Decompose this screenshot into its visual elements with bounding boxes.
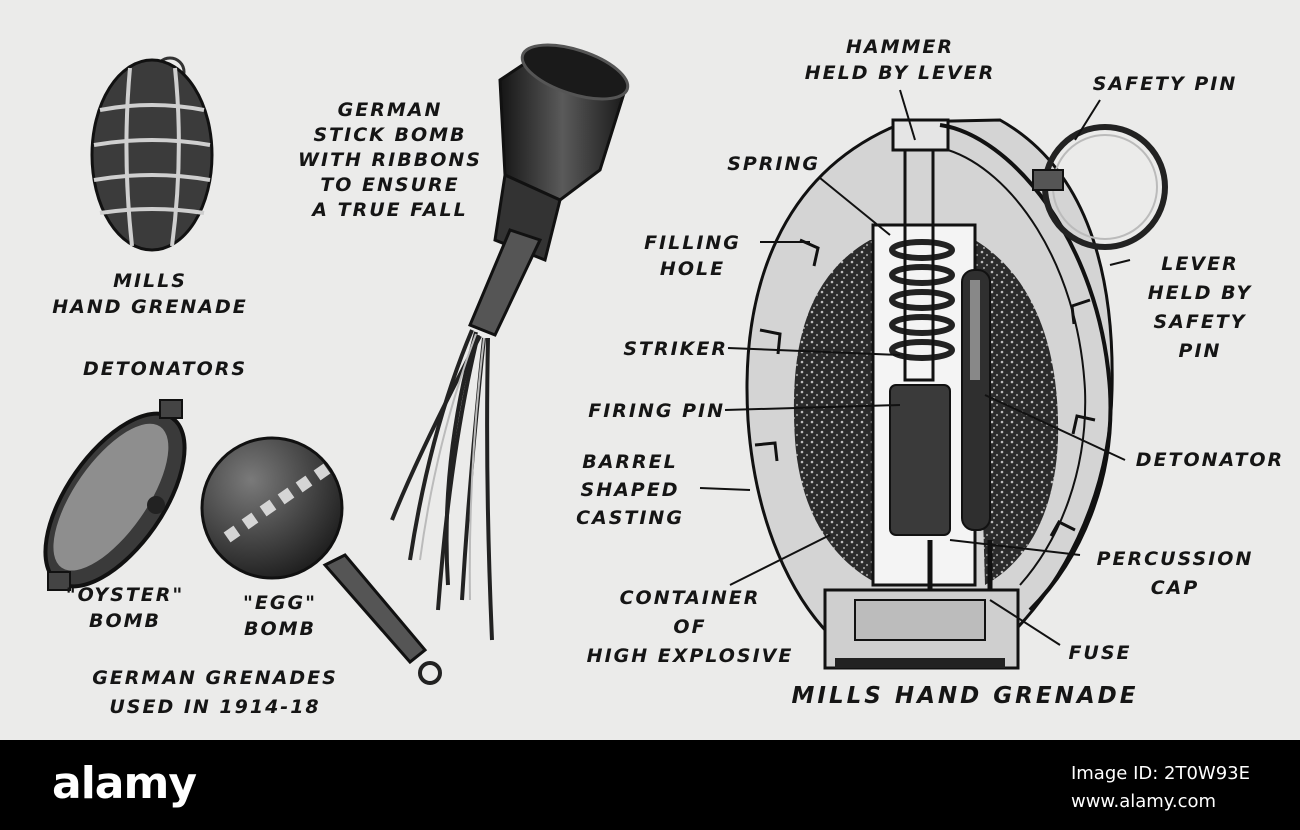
watermark-footer: alamy Image ID: 2T0W93E www.alamy.com	[0, 740, 1300, 830]
german-grenades-caption: GERMAN GRENADES USED IN 1914-18	[45, 664, 385, 722]
image-id: Image ID: 2T0W93E	[1070, 763, 1250, 784]
label-line: GERMAN	[337, 99, 443, 121]
fuse-label: FUSE	[1068, 642, 1132, 664]
label-line: GERMAN GRENADES	[92, 667, 338, 689]
safety-pin-label: SAFETY PIN	[1092, 73, 1238, 95]
spring-label: SPRING	[727, 153, 820, 175]
label-line: SAFETY	[1153, 311, 1247, 333]
label-line: OF	[673, 616, 707, 638]
label-line: FILLING	[644, 232, 741, 254]
egg-bomb-label: "EGG" BOMB	[225, 590, 335, 642]
oyster-bomb	[43, 399, 187, 591]
oyster-bomb-label: "OYSTER" BOMB	[55, 582, 195, 634]
diagram-title: MILLS HAND GRENADE	[791, 683, 1139, 709]
percussion-cap-label: PERCUSSION CAP	[1075, 545, 1275, 603]
striker-label: STRIKER	[623, 338, 728, 360]
label-line: STICK BOMB	[313, 124, 467, 146]
stick-bomb	[390, 43, 630, 641]
detonator-label: DETONATOR	[1135, 449, 1285, 471]
label-line: HAMMER	[845, 36, 955, 58]
label-line: HELD BY LEVER	[804, 62, 996, 84]
mills-small-label: MILLS HAND GRENADE	[20, 268, 280, 320]
label-line: WITH RIBBONS	[298, 149, 482, 171]
label-line: A TRUE FALL	[312, 199, 468, 221]
site-url: www.alamy.com	[1070, 791, 1217, 812]
label-line: CAP	[1150, 577, 1200, 599]
label-line: BOMB	[88, 610, 162, 632]
label-line: HELD BY	[1147, 282, 1253, 304]
filling-hole-label: FILLING HOLE	[625, 230, 760, 282]
brand-logo: alamy	[52, 758, 197, 809]
container-label: CONTAINER OF HIGH EXPLOSIVE	[560, 584, 820, 671]
image-id-block: Image ID: 2T0W93E www.alamy.com	[1071, 760, 1250, 816]
mills-cross-section	[699, 89, 1168, 670]
label-line: HAND GRENADE	[52, 296, 248, 318]
grenade-illustration	[43, 43, 1168, 685]
egg-bomb	[200, 436, 442, 685]
label-line: "EGG"	[243, 592, 317, 614]
label-line: HIGH EXPLOSIVE	[586, 645, 794, 667]
label-line: PIN	[1178, 340, 1222, 362]
label-line: CONTAINER	[619, 587, 761, 609]
label-line: LEVER	[1161, 253, 1239, 275]
stick-bomb-label: GERMAN STICK BOMB WITH RIBBONS TO ENSURE…	[275, 98, 505, 223]
label-line: TO ENSURE	[320, 174, 460, 196]
label-line: USED IN 1914-18	[109, 696, 321, 718]
firing-pin-label: FIRING PIN	[588, 400, 725, 422]
diagram-stage: MILLS HAND GRENADE GERMAN STICK BOMB WIT…	[20, 34, 1285, 722]
label-line: CASTING	[576, 507, 684, 529]
label-line: BARREL	[582, 451, 678, 473]
label-line: BOMB	[243, 618, 317, 640]
label-line: "OYSTER"	[65, 584, 185, 606]
label-line: HOLE	[659, 258, 726, 280]
label-line: PERCUSSION	[1096, 548, 1254, 570]
label-line: SHAPED	[580, 479, 680, 501]
hammer-label: HAMMER HELD BY LEVER	[775, 34, 1025, 86]
lever-label: LEVER HELD BY SAFETY PIN	[1120, 250, 1280, 366]
label-line: MILLS	[113, 270, 187, 292]
casting-label: BARREL SHAPED CASTING	[560, 448, 700, 532]
mills-small-grenade	[90, 56, 214, 252]
detonators-label: DETONATORS	[82, 358, 248, 380]
